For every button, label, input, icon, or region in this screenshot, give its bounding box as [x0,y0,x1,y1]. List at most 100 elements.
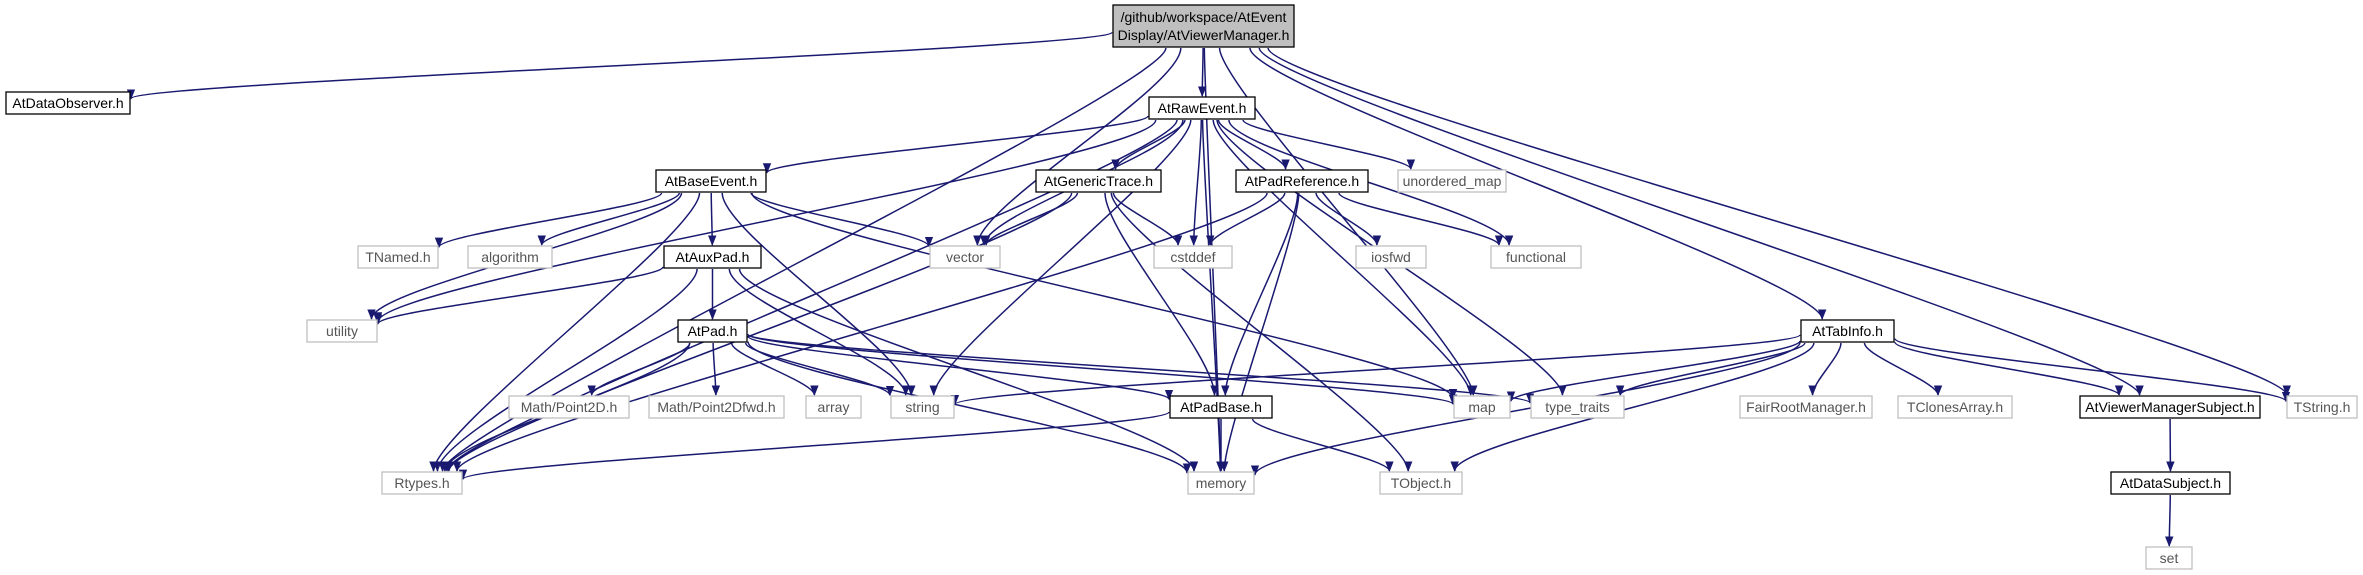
node-box [929,245,1001,269]
edge-atbaseevent-to-map [751,192,1458,400]
node-label: AtPad.h [688,323,738,339]
node-label: functional [1506,249,1566,265]
edge-atbaseevent-to-rtypes [429,192,701,473]
node-label: /github/workspace/AtEvent [1121,9,1287,25]
node-box [1148,96,1256,120]
edge-atgenerictrace-to-vector [981,192,1079,247]
edge-atdatasubject-to-set [2165,494,2174,548]
edge-attabinfo-to-atviewermanagersubject [1894,341,2124,397]
edge-root-to-vector [973,47,1182,247]
node-box [1235,169,1369,193]
edge-atauxpad-to-utility [373,266,664,325]
node-atrawevent[interactable]: AtRawEvent.h [1148,96,1256,120]
edge-atpadreference-to-functional [1338,192,1504,247]
node-box [1379,471,1463,495]
edge-atpad-to-atpadbase [747,335,1173,401]
node-label: type_traits [1545,399,1610,415]
edge-root-to-attabinfo [1249,47,1827,321]
node-box [1739,395,1873,419]
edge-atpad-to-array [730,342,819,397]
edge-atpad-to-mathpoint2d [587,342,691,397]
edge-atbaseevent-to-vector [750,192,934,248]
node-label: TString.h [2294,399,2351,415]
node-utility: utility [306,319,378,343]
node-label: FairRootManager.h [1746,399,1866,415]
node-box [467,245,553,269]
node-atauxpad[interactable]: AtAuxPad.h [663,245,762,269]
node-box [357,245,439,269]
edge-atbaseevent-to-string [721,192,916,397]
node-box [2145,546,2193,570]
node-atpad[interactable]: AtPad.h [677,319,748,343]
node-label: AtRawEvent.h [1158,100,1247,116]
node-root[interactable]: /github/workspace/AtEventDisplay/AtViewe… [1112,4,1295,48]
node-atdatasubject[interactable]: AtDataSubject.h [2110,471,2231,495]
node-box [306,319,378,343]
edge-atrawevent-to-functional [1228,119,1514,247]
node-atpadbase[interactable]: AtPadBase.h [1169,395,1273,419]
node-label: vector [946,249,984,265]
node-atbaseevent[interactable]: AtBaseEvent.h [655,169,767,193]
node-string: string [890,395,955,419]
edge-root-to-atviewermanagersubject [1258,47,2144,397]
node-box [508,395,630,419]
node-label: iosfwd [1371,249,1411,265]
node-label: TClonesArray.h [1907,399,2003,415]
node-type_traits: type_traits [1530,395,1625,419]
node-iosfwd: iosfwd [1355,245,1427,269]
node-rtypes: Rtypes.h [381,471,463,495]
node-box [890,395,955,419]
edge-atrawevent-to-unordered_map [1242,119,1415,171]
edge-atpad-to-type_traits [747,333,1534,404]
node-label: memory [1196,475,1247,491]
node-set: set [2145,546,2193,570]
node-label: Display/AtViewerManager.h [1118,27,1290,43]
node-memory: memory [1187,471,1255,495]
edge-atrawevent-to-atgenerictrace [1111,119,1186,171]
edge-atgenerictrace-to-rtypes [444,192,1073,473]
edge-atpadreference-to-atpadbase [1221,192,1299,397]
node-box [1453,395,1511,419]
node-box [1035,169,1162,193]
edge-atgenerictrace-to-atpadbase [1104,192,1219,397]
node-box [2079,395,2261,419]
edge-root-to-map [1218,47,1478,397]
edge-atgenerictrace-to-cstddef [1112,192,1183,247]
node-algorithm: algorithm [467,245,553,269]
node-box [1355,245,1427,269]
node-box [1153,245,1233,269]
node-vector: vector [929,245,1001,269]
edge-atpadreference-to-memory [1220,192,1300,473]
node-label: Rtypes.h [394,475,449,491]
edge-attabinfo-to-string [951,334,1801,406]
edge-atpad-to-map [747,333,1457,406]
node-attabinfo[interactable]: AtTabInfo.h [1800,319,1895,343]
edge-atauxpad-to-memory [738,268,1199,473]
node-box [5,91,131,115]
edge-attabinfo-to-memory [1250,342,1801,476]
node-tstring: TString.h [2286,395,2358,419]
node-label: unordered_map [1403,173,1502,189]
node-fairrootmanager: FairRootManager.h [1739,395,1873,419]
node-functional: functional [1490,245,1582,269]
node-atpadreference[interactable]: AtPadReference.h [1235,169,1369,193]
edge-attabinfo-to-map [1506,340,1801,403]
edge-atgenerictrace-to-tobject [1110,192,1413,473]
edge-atbaseevent-to-atauxpad [708,192,717,247]
edge-attabinfo-to-tstring [1894,337,2290,403]
node-atdataobserver[interactable]: AtDataObserver.h [5,91,131,115]
edge-attabinfo-to-tclonesarray [1863,342,1943,397]
node-box [648,395,785,419]
node-tobject: TObject.h [1379,471,1463,495]
node-box [1397,169,1507,193]
node-box [2110,471,2231,495]
node-label: AtBaseEvent.h [665,173,758,189]
edge-atrawevent-to-memory [1201,119,1225,473]
node-box [1530,395,1625,419]
node-atviewermanagersubject[interactable]: AtViewerManagerSubject.h [2079,395,2261,419]
node-label: TNamed.h [365,249,430,265]
node-atgenerictrace[interactable]: AtGenericTrace.h [1035,169,1162,193]
node-label: AtPadReference.h [1245,173,1359,189]
node-array: array [805,395,862,419]
